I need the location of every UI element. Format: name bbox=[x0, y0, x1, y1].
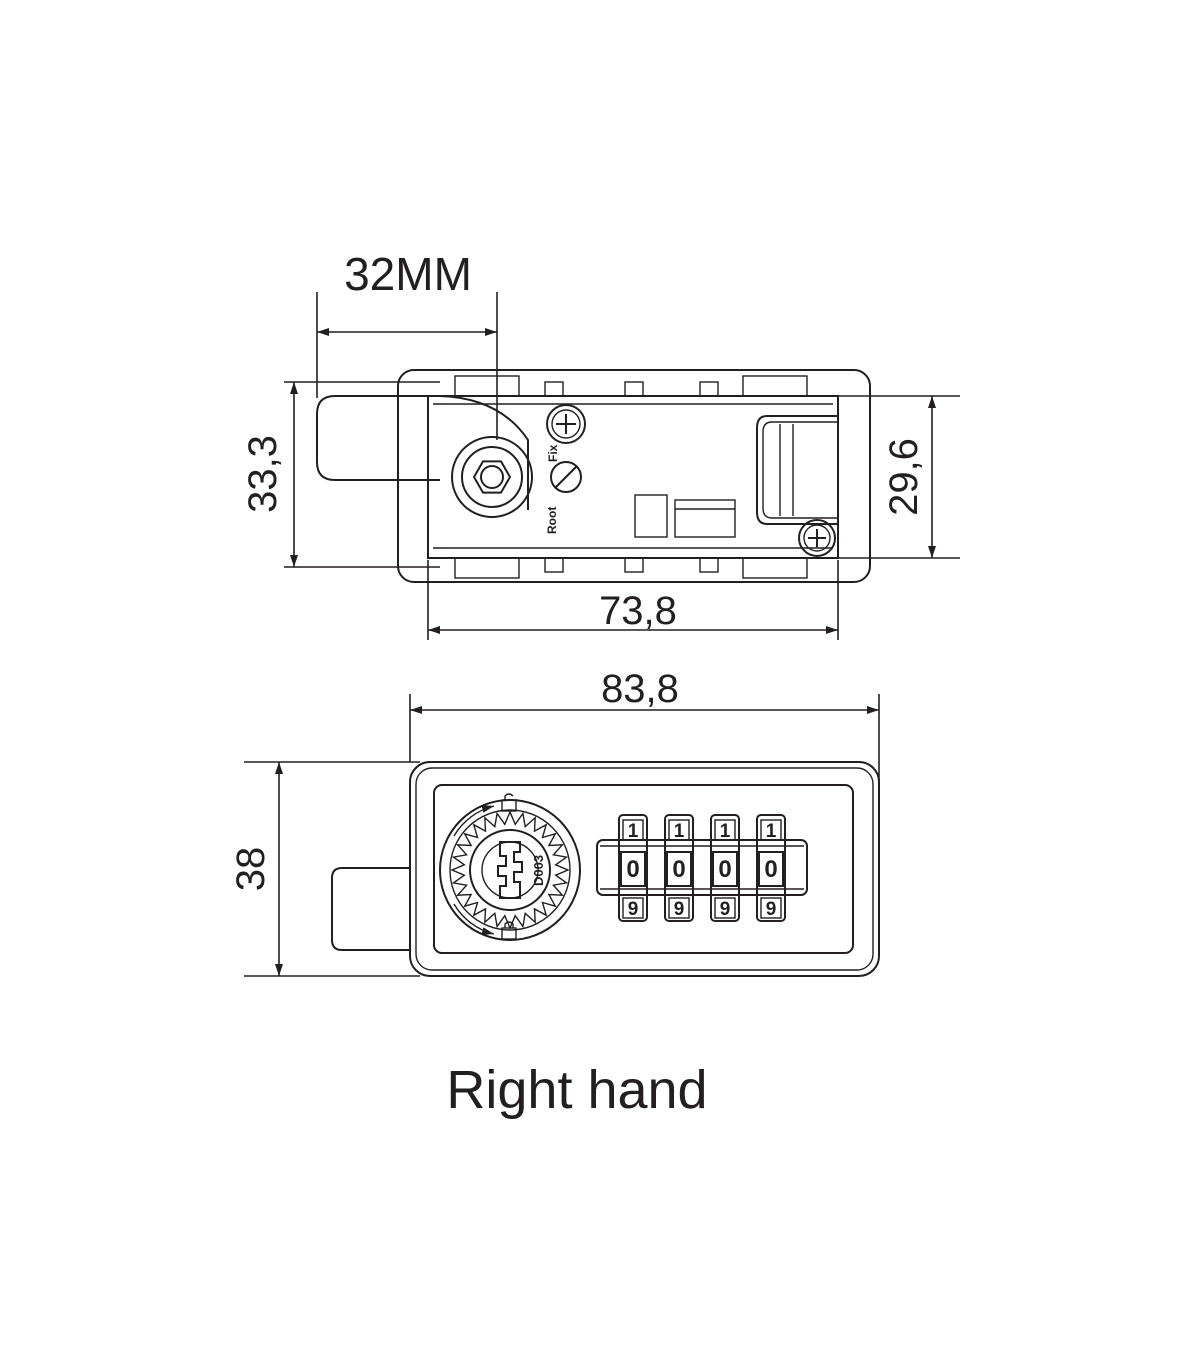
wheel-1-top-digit: 1 bbox=[628, 821, 639, 842]
front-bolt-stub bbox=[331, 867, 410, 951]
wheel-4-middle-digit: 0 bbox=[764, 856, 777, 883]
fix-label: Fix bbox=[546, 444, 560, 462]
wheel-1-middle-digit: 0 bbox=[626, 856, 639, 883]
corner-screw bbox=[798, 519, 836, 557]
dimension-29-6: 29,6 bbox=[838, 395, 960, 559]
combination-window bbox=[596, 839, 808, 896]
key-cylinder-serration bbox=[450, 810, 570, 930]
key-code-label: D003 bbox=[531, 855, 546, 886]
latch-bolt bbox=[756, 415, 838, 525]
wheel-1-bottom-digit: 9 bbox=[628, 899, 639, 920]
top-tabs bbox=[454, 375, 808, 397]
dim-32mm-label: 32MM bbox=[344, 248, 472, 300]
wheel-2-top-digit: 1 bbox=[674, 821, 685, 842]
dim-38-label: 38 bbox=[229, 847, 273, 892]
wheel-3-top-digit: 1 bbox=[720, 821, 731, 842]
wheel-4-top-digit: 1 bbox=[766, 821, 777, 842]
bottom-tabs bbox=[454, 557, 808, 579]
front-view: D003 1 0 9 bbox=[331, 761, 880, 977]
dimension-73-8: 73,8 bbox=[427, 560, 839, 640]
rear-inner-plate bbox=[427, 395, 839, 559]
combination-wheel-4: 1 0 9 bbox=[756, 814, 786, 922]
cam-arm bbox=[316, 395, 498, 481]
wheel-2-middle-digit: 0 bbox=[672, 856, 685, 883]
root-label: Root bbox=[545, 507, 559, 534]
lock-open-icon bbox=[501, 793, 517, 812]
dimension-33-3: 33,3 bbox=[241, 381, 440, 568]
wheel-4-bottom-digit: 9 bbox=[766, 899, 777, 920]
keyway-icon bbox=[497, 841, 523, 899]
wheel-2-bottom-digit: 9 bbox=[674, 899, 685, 920]
dimension-38: 38 bbox=[229, 761, 420, 977]
wheel-3-middle-digit: 0 bbox=[718, 856, 731, 883]
front-face-plate bbox=[433, 784, 854, 954]
caption: Right hand bbox=[446, 1060, 707, 1120]
dim-73-8-label: 73,8 bbox=[599, 589, 677, 633]
dimension-83-8: 83,8 bbox=[409, 667, 880, 790]
dimension-32mm: 32MM bbox=[316, 248, 498, 440]
key-cylinder: D003 bbox=[439, 793, 581, 941]
wheel-3-bottom-digit: 9 bbox=[720, 899, 731, 920]
spindle-outer bbox=[451, 436, 533, 518]
combination-wheel-1: 1 0 9 bbox=[618, 814, 648, 922]
combination-wheel-2: 1 0 9 bbox=[664, 814, 694, 922]
fix-screw bbox=[546, 404, 586, 444]
lock-closed-icon bbox=[501, 921, 517, 940]
switch-block-2 bbox=[674, 499, 736, 538]
rear-housing-outline bbox=[397, 369, 871, 583]
dim-83-8-label: 83,8 bbox=[601, 667, 679, 711]
switch-block bbox=[634, 494, 668, 538]
dim-33-3-label: 33,3 bbox=[241, 435, 285, 513]
rear-view: Fix Root bbox=[316, 369, 871, 583]
hex-nut bbox=[472, 460, 512, 494]
combination-wheel-3: 1 0 9 bbox=[710, 814, 740, 922]
dim-29-6-label: 29,6 bbox=[882, 438, 926, 516]
front-housing-outline bbox=[409, 761, 880, 977]
root-screw bbox=[550, 461, 582, 493]
